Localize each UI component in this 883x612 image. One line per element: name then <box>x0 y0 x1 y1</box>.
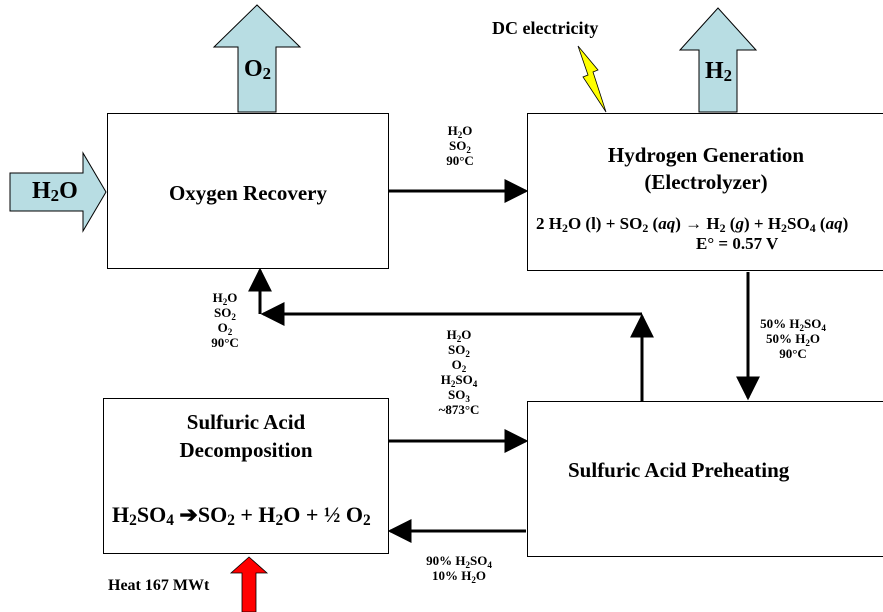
h2o-input-label: H2O <box>32 178 78 205</box>
heat-input-label: Heat 167 MWt <box>108 577 210 594</box>
heat-input-arrow <box>229 556 269 612</box>
h2-output-label: H2 <box>705 58 733 85</box>
h2o-input-arrow <box>9 151 107 233</box>
electrolyzer-box: Hydrogen Generation (Electrolyzer) 2 H2O… <box>527 113 883 271</box>
stream-label-electrolyzer-to-preheating: 50% H2SO4 50% H2O 90°C <box>760 316 826 361</box>
oxygen-recovery-box: Oxygen Recovery <box>107 113 389 269</box>
lightning-bolt-icon <box>577 45 607 113</box>
oxygen-recovery-title: Oxygen Recovery <box>168 181 328 205</box>
electrolyzer-potential: E° = 0.57 V <box>696 234 779 253</box>
decomposition-reaction: H2SO4 ➔SO2 + H2O + ½ O2 <box>112 502 371 529</box>
decomposition-title: Sulfuric Acid <box>186 410 306 434</box>
o2-output-arrow <box>212 4 302 113</box>
electrolyzer-reaction: 2 H2O (l) + SO2 (aq) → H2 (g) + H2SO4 (a… <box>536 214 849 235</box>
dc-electricity-label: DC electricity <box>492 18 599 38</box>
decomposition-subtitle: Decomposition <box>179 438 313 462</box>
decomposition-box: Sulfuric Acid Decomposition H2SO4 ➔SO2 +… <box>103 398 389 554</box>
electrolyzer-subtitle: (Electrolyzer) <box>644 170 768 194</box>
preheating-box: Sulfuric Acid Preheating <box>527 401 883 557</box>
electrolyzer-title: Hydrogen Generation <box>607 143 805 167</box>
stream-label-return-to-recovery: H2O SO2 O2 90°C <box>211 290 239 350</box>
o2-output-label: O2 <box>244 56 272 83</box>
stream-label-recovery-to-electrolyzer: H2O SO2 90°C <box>446 123 474 168</box>
preheating-title: Sulfuric Acid Preheating <box>568 458 790 482</box>
stream-label-decomp-to-preheating: H2O SO2 O2 H2SO4 SO3 ~873°C <box>438 327 480 417</box>
h2-output-arrow <box>678 7 758 113</box>
stream-label-preheating-to-decomp: 90% H2SO4 10% H2O <box>426 553 492 585</box>
